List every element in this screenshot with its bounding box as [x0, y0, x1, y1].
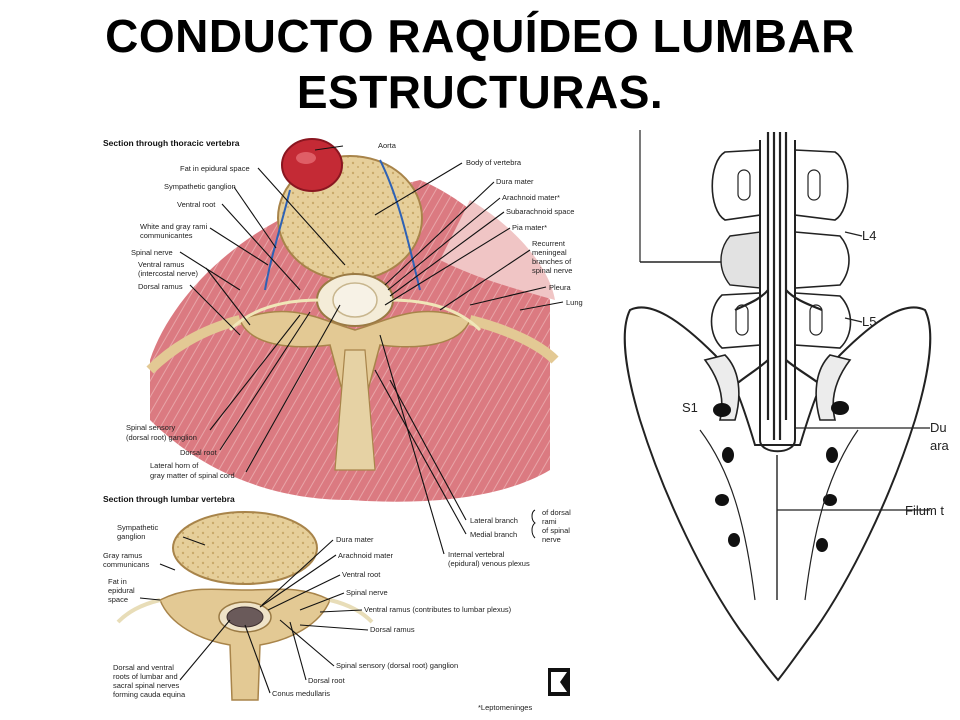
thoracic-label: spinal nerve	[532, 266, 572, 275]
thoracic-spinal-cord	[332, 282, 378, 318]
publisher-logo	[548, 668, 570, 696]
dural-label: Du	[930, 420, 947, 435]
cauda-equina	[226, 606, 264, 628]
lumbar-label: Arachnoid mater	[338, 551, 394, 560]
lumbar-vertebral-body	[172, 511, 318, 585]
vertebra-l5	[710, 292, 761, 349]
disc-l4	[720, 231, 761, 289]
lung	[440, 200, 555, 300]
arachnoid-label: ara	[930, 438, 950, 453]
footnote: *Leptomeninges	[478, 703, 532, 712]
s1-label: S1	[682, 400, 698, 415]
thoracic-label: Recurrent	[532, 239, 566, 248]
lumbar-label: roots of lumbar and	[113, 672, 178, 681]
lumbar-label: space	[108, 595, 128, 604]
l4-label: L4	[862, 228, 876, 243]
thoracic-label: (dorsal root) ganglion	[126, 433, 197, 442]
thoracic-label: Dorsal ramus	[138, 282, 183, 291]
lumbar-label: Dorsal and ventral	[113, 663, 174, 672]
slide-title: CONDUCTO RAQUÍDEO LUMBAR ESTRUCTURAS.	[0, 8, 960, 120]
lumbar-label: Ventral root	[342, 570, 381, 579]
epidural-plexus-label: (epidural) venous plexus	[448, 559, 530, 568]
lumbar-label: epidural	[108, 586, 135, 595]
lumbar-label: Spinal sensory (dorsal root) ganglion	[336, 661, 458, 670]
thoracic-label: meningeal	[532, 248, 567, 257]
spinous-process	[334, 349, 376, 471]
thoracic-label: branches of	[532, 257, 572, 266]
lumbar-label: Dura mater	[336, 535, 374, 544]
thoracic-label: communicantes	[140, 231, 193, 240]
thoracic-label: Spinal nerve	[131, 248, 173, 257]
lumbar-label: communicans	[103, 560, 150, 569]
thoracic-label: gray matter of spinal cord	[150, 471, 235, 480]
thoracic-label: Pia mater*	[512, 223, 547, 232]
lumbar-label: Dorsal root	[308, 676, 346, 685]
l5-label: L5	[862, 314, 876, 329]
thoracic-label: Ventral ramus	[138, 260, 185, 269]
of-spinal-label: of spinal	[542, 526, 570, 535]
lumbar-label: Conus medullaris	[272, 689, 330, 698]
rami-label: rami	[542, 517, 557, 526]
lumbar-lamina	[159, 588, 331, 701]
title-line-1: CONDUCTO RAQUÍDEO LUMBAR	[105, 10, 855, 62]
thoracic-label: Pleura	[549, 283, 572, 292]
thoracic-heading: Section through thoracic vertebra	[103, 138, 240, 148]
lumbar-label: sacral spinal nerves	[113, 681, 180, 690]
medial-branch-label: Medial branch	[470, 530, 517, 539]
sacral-foramina	[713, 401, 849, 552]
thoracic-label: Sympathetic ganglion	[164, 182, 236, 191]
lumbar-heading: Section through lumbar vertebra	[103, 494, 235, 504]
internal-vertebral-label: Internal vertebral	[448, 550, 505, 559]
vertebra-l3	[711, 149, 761, 221]
lumbar-label: forming cauda equina	[113, 690, 186, 699]
title-line-2: ESTRUCTURAS.	[296, 66, 664, 118]
thoracic-label: Lung	[566, 298, 583, 307]
of-dorsal-label: of dorsal	[542, 508, 571, 517]
lumbar-label: Gray ramus	[103, 551, 142, 560]
filum-label: Filum t	[905, 503, 944, 518]
lumbar-label: Spinal nerve	[346, 588, 388, 597]
lumbar-label: ganglion	[117, 532, 145, 541]
thoracic-label: Spinal sensory	[126, 423, 175, 432]
thoracic-label: Dura mater	[496, 177, 534, 186]
dorsal-rami-labels: Lateral branch Medial branch of dorsal r…	[448, 508, 571, 568]
thoracic-label: Subarachnoid space	[506, 207, 574, 216]
thoracic-label: Dorsal root	[180, 448, 218, 457]
thoracic-label: Fat in epidural space	[180, 164, 250, 173]
thoracic-label: White and gray rami	[140, 222, 207, 231]
lumbar-section: Section through lumbar vertebra Sympathe…	[103, 494, 570, 712]
thoracic-leaders	[179, 145, 564, 555]
lumbar-label: Ventral ramus (contributes to lumbar ple…	[364, 605, 512, 614]
thoracic-label: Body of vertebra	[466, 158, 522, 167]
lumbar-label: Fat in	[108, 577, 127, 586]
nerve-label: nerve	[542, 535, 561, 544]
lateral-branch-label: Lateral branch	[470, 516, 518, 525]
sacrum-diagram	[623, 130, 932, 682]
thoracic-label: (intercostal nerve)	[138, 269, 199, 278]
thoracic-label: Lateral horn of	[150, 461, 199, 470]
thoracic-label: Aorta	[378, 141, 397, 150]
lumbar-leaders	[139, 536, 369, 694]
thoracic-section: Section through thoracic vertebra Fat in…	[103, 138, 583, 555]
lumbar-label: Dorsal ramus	[370, 625, 415, 634]
aorta	[281, 138, 343, 192]
dural-sac	[759, 140, 796, 453]
thoracic-label: Ventral root	[177, 200, 216, 209]
lumbar-label: Sympathetic	[117, 523, 159, 532]
sacrum-labels: L4 L5 S1 Du ara Filum t	[682, 228, 950, 518]
thoracic-label: Arachnoid mater*	[502, 193, 560, 202]
